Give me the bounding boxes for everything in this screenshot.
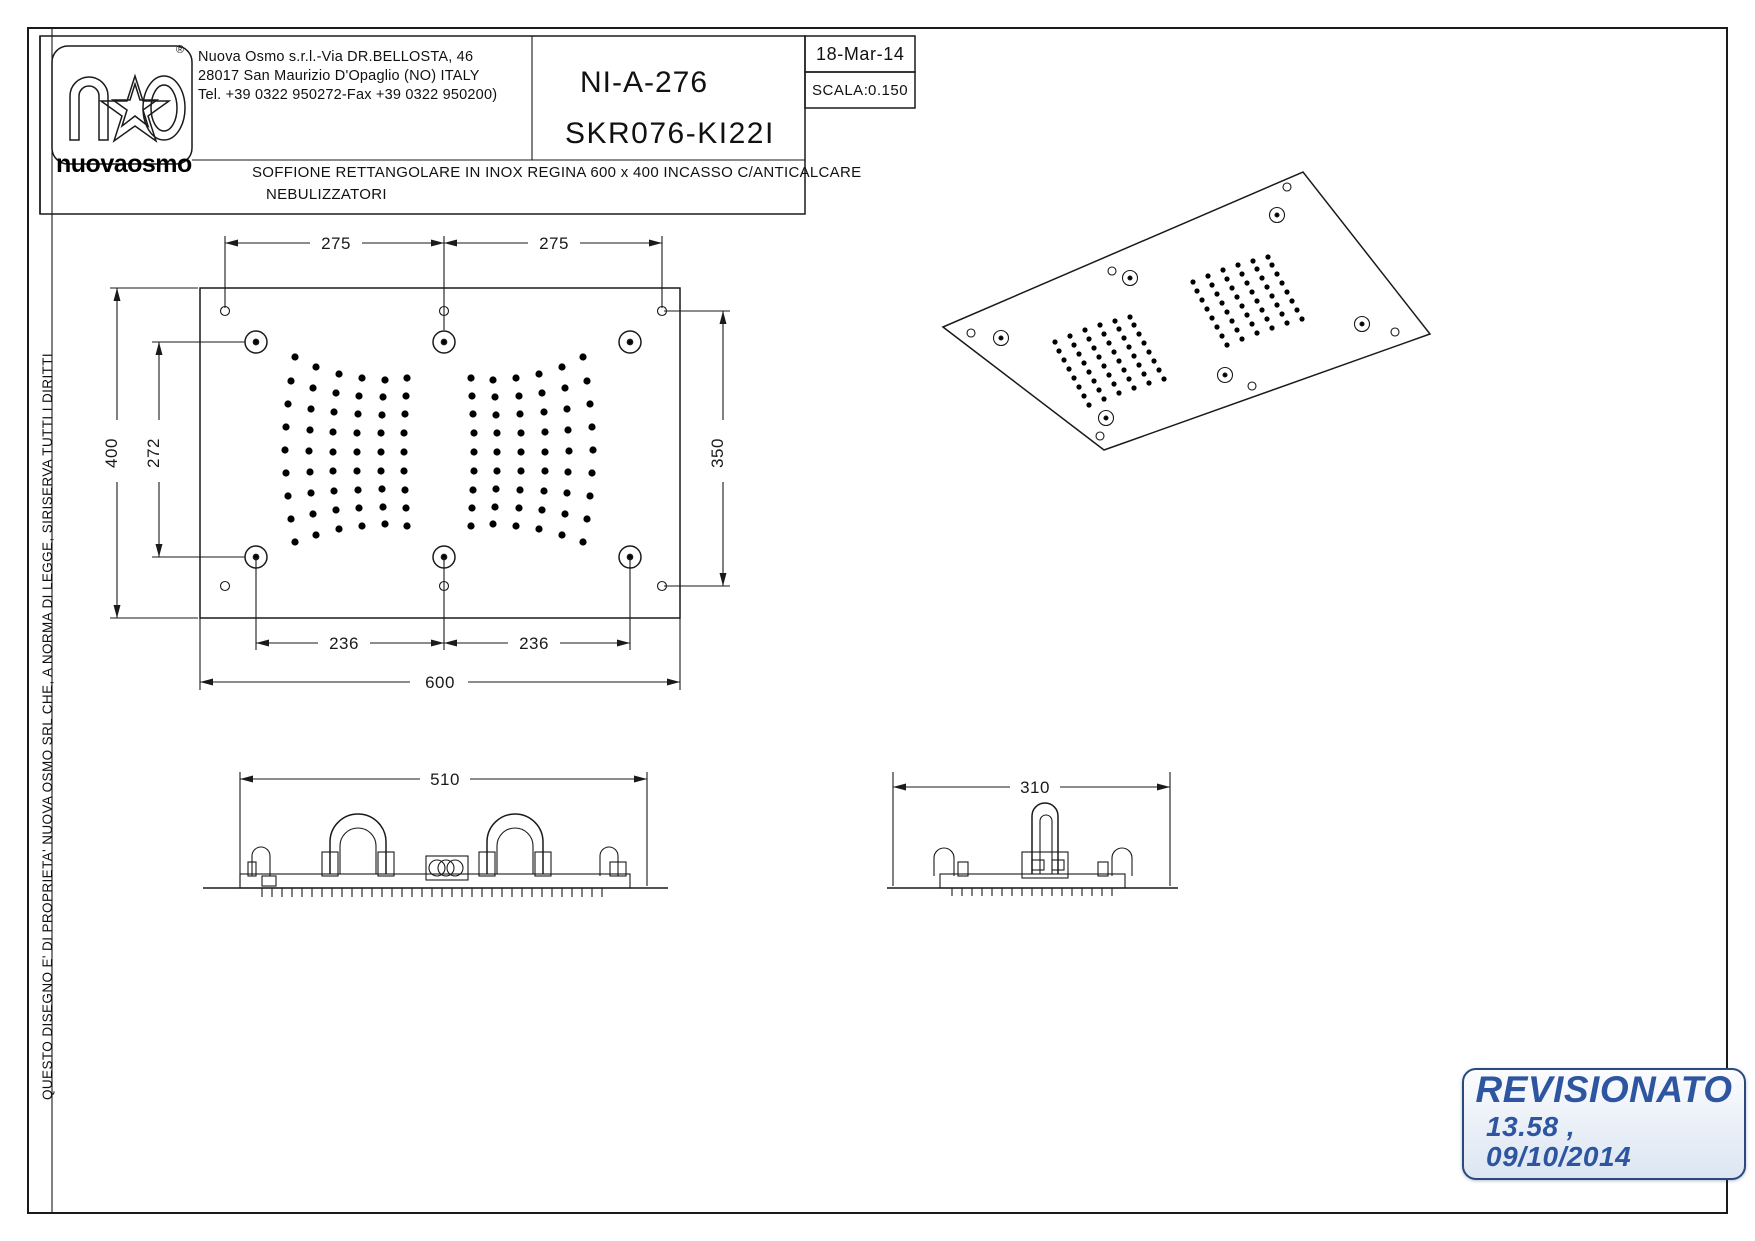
- dim-label-top-left: 275: [321, 234, 351, 253]
- status-stamp: REVISIONATO 13.58 , 09/10/2014: [1462, 1068, 1746, 1180]
- dim-inner-272: [152, 341, 245, 558]
- dim-overall-600: [199, 618, 681, 690]
- dim-label-bottom-left: 236: [329, 634, 359, 653]
- nuovaosmo-logo-icon: [69, 73, 186, 143]
- dim-bottom-236: [255, 557, 631, 650]
- dim-label-overall-height: 400: [102, 438, 121, 468]
- dim-front-510: [239, 772, 648, 886]
- dim-label-front-width: 510: [430, 770, 460, 789]
- status-stamp-subtitle: 13.58 , 09/10/2014: [1486, 1110, 1632, 1173]
- dim-label-overall-width: 600: [425, 673, 455, 692]
- plan-view-top: 275 275 236 236 600: [102, 234, 730, 692]
- dim-label-bottom-right: 236: [519, 634, 549, 653]
- registered-mark-icon: ®: [176, 44, 185, 56]
- nozzle-array-left: [281, 353, 411, 546]
- drawing-date: 18-Mar-14: [816, 44, 905, 64]
- dim-label-top-right: 275: [539, 234, 569, 253]
- description-line-2: NEBULIZZATORI: [266, 186, 387, 203]
- dim-top-275: [224, 236, 663, 330]
- side-elevation-view: 310: [887, 772, 1178, 896]
- nozzle-array-right: [467, 353, 597, 546]
- company-address-line-1: Nuova Osmo s.r.l.-Via DR.BELLOSTA, 46: [198, 49, 474, 65]
- status-stamp-title: REVISIONATO: [1475, 1068, 1733, 1110]
- company-address-line-2: 28017 San Maurizio D'Opaglio (NO) ITALY: [198, 68, 480, 84]
- dim-right-350: [664, 310, 730, 587]
- dim-label-side-width: 310: [1020, 778, 1050, 797]
- dim-left-400: [110, 287, 198, 619]
- logo-wordmark: nuovaosmo: [56, 150, 192, 178]
- dim-label-right-height: 350: [708, 438, 727, 468]
- sheet-border: [27, 27, 1728, 1214]
- scale-value: 0.150: [868, 82, 909, 99]
- part-code: SKR076-KI22I: [565, 117, 775, 150]
- drawing-number: NI-A-276: [580, 66, 709, 99]
- dim-label-inner-height: 272: [144, 438, 163, 468]
- isometric-view: [941, 171, 1432, 451]
- scale-label: SCALA:: [812, 82, 869, 99]
- description-line-1: SOFFIONE RETTANGOLARE IN INOX REGINA 600…: [252, 164, 862, 181]
- copyright-notice: QUESTO DISEGNO E' DI PROPRIETA' NUOVA OS…: [40, 352, 55, 1100]
- front-elevation-view: 510: [203, 770, 668, 897]
- dim-side-310: [892, 772, 1171, 886]
- title-block-frame: [39, 35, 916, 215]
- company-address-line-3: Tel. +39 0322 950272-Fax +39 0322 950200…: [198, 87, 498, 103]
